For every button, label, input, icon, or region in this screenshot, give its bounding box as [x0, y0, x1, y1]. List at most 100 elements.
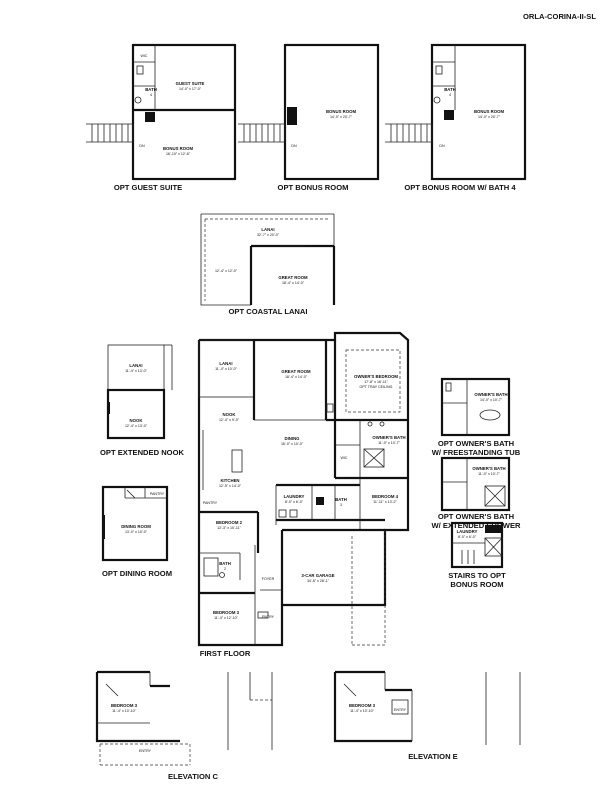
dr-pantry-label: PANTRY — [150, 492, 165, 496]
bonus-dn-label: DN — [291, 144, 297, 148]
shower-bath-label: OWNER'S BATH — [472, 466, 505, 471]
gs-bonus-label: BONUS ROOM — [163, 146, 193, 151]
great-room-label: GREAT ROOM — [281, 369, 311, 374]
shower-bath-dims: 11'-0" x 10'-7" — [478, 472, 501, 476]
kitchen-dims: 12'-5" x 14'-0" — [219, 484, 242, 488]
bath2-label: BATH — [219, 561, 231, 566]
elevation-c-plan: BEDROOM 3 11'-4" x 10'-10" ENTRY — [95, 670, 273, 766]
opt-extended-nook-plan: LANAI 11'-4" x 13'-0" NOOK 12'-4" x 13'-… — [106, 344, 173, 440]
bath3-label: BATH — [335, 497, 347, 502]
gs-bonus-dims: 16'-10" x 12'-6" — [166, 152, 191, 156]
tub-bath-label: OWNER'S BATH — [474, 392, 507, 397]
elevation-e-plan: BEDROOM 3 11'-4" x 10'-10" ENTRY — [333, 670, 521, 745]
caption-owners-bath-shower-1: OPT OWNER'S BATH — [438, 512, 514, 521]
coastal-great-dims: 18'-4" x 14'-0" — [282, 281, 305, 285]
caption-opt-bonus-room: OPT BONUS ROOM — [278, 183, 349, 192]
stairs-laundry-dims: 8'-0" x 6'-0" — [458, 535, 477, 539]
coastal-great-label: GREAT ROOM — [278, 275, 308, 280]
dining-room-label: DINING ROOM — [121, 524, 151, 529]
stairs-plan: LAUNDRY 8'-0" x 6'-0" — [450, 521, 504, 569]
owners-bedroom-dims: 17'-8" x 16'-11" — [364, 380, 389, 384]
bonus-b4-bath-label: BATH — [444, 87, 456, 92]
caption-elevation-c: ELEVATION C — [168, 772, 218, 781]
gs-dn-label: DN — [139, 144, 145, 148]
caption-first-floor: FIRST FLOOR — [200, 649, 251, 658]
pantry-label: PANTRY — [203, 501, 218, 505]
elev-c-entry-label: ENTRY — [139, 749, 152, 753]
nook-label: NOOK — [223, 412, 237, 417]
bonus-room-label: BONUS ROOM — [326, 109, 356, 114]
dining-dims: 16'-0" x 10'-0" — [281, 442, 304, 446]
guest-suite-dims: 14'-0" x 17'-0" — [179, 87, 202, 91]
opt-bonus-room-plan: BONUS ROOM 14'-0" x 20'-7" DN — [238, 43, 380, 181]
bath2-dims: 2 — [224, 567, 226, 571]
elev-c-bed3-label: BEDROOM 3 — [111, 703, 138, 708]
bedroom4-label: BEDROOM 4 — [372, 494, 399, 499]
caption-opt-extended-nook: OPT EXTENDED NOOK — [100, 448, 184, 457]
coastal-lanai-label: LANAI — [261, 227, 274, 232]
ff-lanai-label: LANAI — [219, 361, 232, 366]
ext-nook-dims: 12'-4" x 13'-0" — [125, 424, 148, 428]
wic-label: WIC — [341, 456, 348, 460]
opt-owners-bath-tub-plan: OWNER'S BATH 14'-0" x 10'-7" — [440, 377, 511, 437]
garage-dims: 34'-6" x 28'-1" — [307, 579, 330, 583]
elev-e-bed3-label: BEDROOM 3 — [349, 703, 376, 708]
kitchen-label: KITCHEN — [220, 478, 239, 483]
laundry-label: LAUNDRY — [284, 494, 305, 499]
caption-owners-bath-shower-2: W/ EXTENDED SHOWER — [431, 521, 521, 530]
gs-bath-label: BATH — [145, 87, 157, 92]
elev-c-bed3-dims: 11'-4" x 10'-10" — [112, 709, 137, 713]
caption-stairs-2: BONUS ROOM — [450, 580, 503, 589]
opt-dining-room-plan: PANTRY DINING ROOM 13'-0" x 10'-0" — [101, 485, 169, 562]
owners-bath-dims: 11'-0" x 10'-7" — [378, 441, 401, 445]
gs-bath-dims: 4 — [150, 93, 152, 97]
caption-stairs-1: STAIRS TO OPT — [448, 571, 506, 580]
gs-wic-label: WIC — [141, 54, 148, 58]
opt-guest-suite-plan: GUEST SUITE 14'-0" x 17'-0" WIC BATH 4 B… — [86, 43, 237, 181]
bedroom3-label: BEDROOM 3 — [213, 610, 240, 615]
bonus-b4-bath-dims: 4 — [449, 93, 451, 97]
nook-dims: 12'-4" x 9'-0" — [219, 418, 240, 422]
opt-coastal-lanai-plan: LANAI 32'-7" x 20'-0" 12'-4" x 12'-0" GR… — [200, 213, 336, 306]
caption-opt-coastal-lanai: OPT COASTAL LANAI — [228, 307, 307, 316]
bedroom2-dims: 12'-3" x 10'-11" — [217, 526, 242, 530]
ext-nook-label: NOOK — [130, 418, 144, 423]
elev-e-entry-label: ENTRY — [394, 708, 407, 712]
owners-bedroom-label: OWNER'S BEDROOM — [354, 374, 398, 379]
laundry-dims: 8'-0" x 6'-0" — [285, 500, 304, 504]
dining-room-dims: 13'-0" x 10'-0" — [125, 530, 148, 534]
caption-owners-bath-tub-1: OPT OWNER'S BATH — [438, 439, 514, 448]
caption-opt-dining-room: OPT DINING ROOM — [102, 569, 172, 578]
stairs-laundry-label: LAUNDRY — [457, 529, 478, 534]
owners-bedroom-note: OPT TRAY CEILING — [360, 385, 393, 389]
bath3-dims: 3 — [340, 503, 342, 507]
caption-owners-bath-tub-2: W/ FREESTANDING TUB — [432, 448, 521, 457]
tub-bath-dims: 14'-0" x 10'-7" — [480, 398, 503, 402]
elev-e-bed3-dims: 11'-4" x 10'-10" — [350, 709, 375, 713]
bonus-b4-dn-label: DN — [439, 144, 445, 148]
first-floor-plan: LANAI 11'-4" x 10'-0" GREAT ROOM 18'-4" … — [197, 331, 410, 647]
bonus-b4-label: BONUS ROOM — [474, 109, 504, 114]
entry-label: ENTRY — [262, 615, 275, 619]
plan-code: ORLA-CORINA-II-SL — [523, 12, 596, 21]
caption-elevation-e: ELEVATION E — [408, 752, 458, 761]
garage-label: 3-CAR GARAGE — [301, 573, 334, 578]
ext-lanai-label: LANAI — [129, 363, 142, 368]
bonus-b4-dims: 14'-0" x 20'-7" — [478, 115, 501, 119]
opt-owners-bath-shower-plan: OWNER'S BATH 11'-0" x 10'-7" — [440, 456, 511, 512]
bedroom4-dims: 11'-11" x 13'-2" — [373, 500, 397, 504]
owners-bath-label: OWNER'S BATH — [372, 435, 405, 440]
coastal-lanai-dims: 32'-7" x 20'-0" — [257, 233, 280, 237]
guest-suite-label: GUEST SUITE — [176, 81, 205, 86]
ext-lanai-dims: 11'-4" x 13'-0" — [125, 369, 148, 373]
ff-lanai-dims: 11'-4" x 10'-0" — [215, 367, 238, 371]
bonus-room-dims: 14'-0" x 20'-7" — [330, 115, 353, 119]
caption-opt-bonus-room-bath4: OPT BONUS ROOM W/ BATH 4 — [404, 183, 516, 192]
coastal-side-dims: 12'-4" x 12'-0" — [215, 269, 238, 273]
foyer-label: FOYER — [262, 577, 275, 581]
caption-opt-guest-suite: OPT GUEST SUITE — [114, 183, 182, 192]
opt-bonus-room-bath4-plan: BONUS ROOM 14'-0" x 20'-7" BATH 4 DN — [385, 43, 527, 181]
dining-label: DINING — [284, 436, 300, 441]
bedroom2-label: BEDROOM 2 — [216, 520, 243, 525]
